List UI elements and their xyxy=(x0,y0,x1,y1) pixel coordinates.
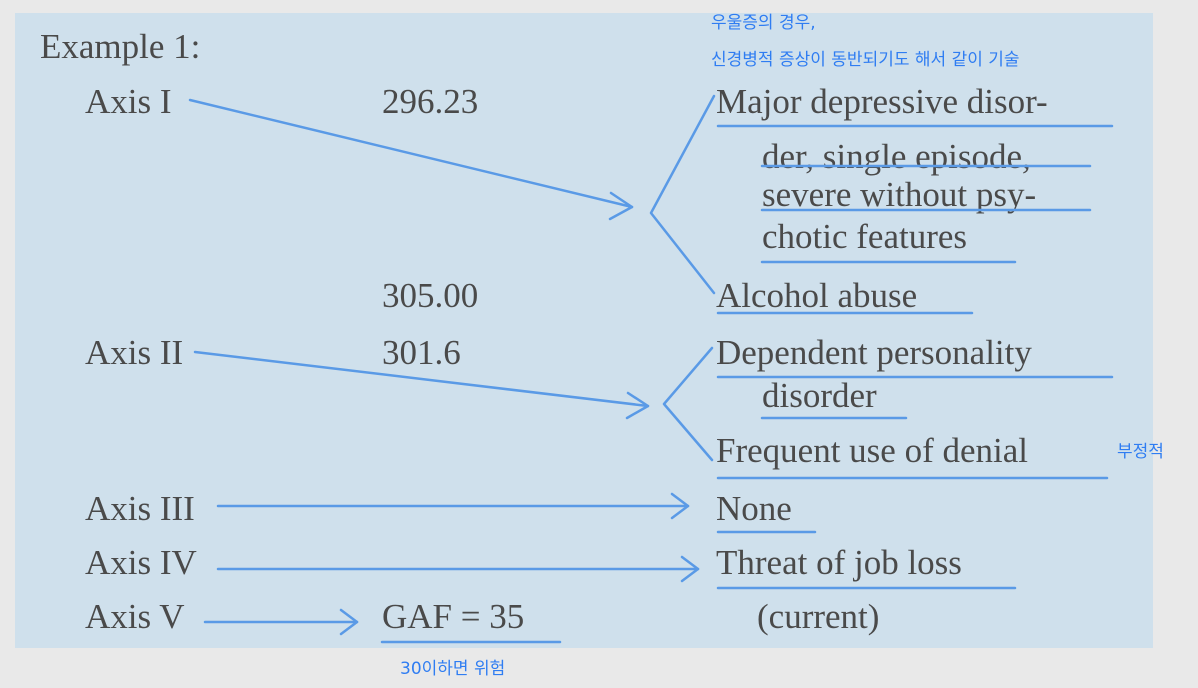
axis-iv-arrowhead xyxy=(680,555,700,583)
dependent-personality-line-2: disorder xyxy=(762,376,877,415)
axis-i-label: Axis I xyxy=(85,82,172,121)
current-qualifier: (current) xyxy=(757,597,880,636)
axis-iii-arrowhead xyxy=(670,492,690,520)
axis-ii-arrowhead xyxy=(625,391,650,420)
major-depressive-line-1: Major depressive disor- xyxy=(716,82,1048,121)
major-depressive-line-4: chotic features xyxy=(762,217,968,256)
gaf-note: 30이하면 위험 xyxy=(400,659,506,679)
frequent-use-of-denial: Frequent use of denial xyxy=(716,431,1028,470)
dependent-personality-line-1: Dependent personality xyxy=(716,333,1032,372)
code-305-00: 305.00 xyxy=(382,276,479,315)
axis-i-bracket xyxy=(649,94,716,295)
axis-iv-label: Axis IV xyxy=(85,543,197,582)
axis-ii-bracket xyxy=(662,346,714,462)
depression-note-line-2: 신경병적 증상이 동반되기도 해서 같이 기술 xyxy=(711,50,1020,70)
example-title: Example 1: xyxy=(40,27,201,66)
gaf-score: GAF = 35 xyxy=(382,597,525,636)
none-entry: None xyxy=(716,489,792,528)
dsm-example-panel xyxy=(15,13,1153,648)
axis-v-arrowhead xyxy=(339,608,359,636)
axis-iii-label: Axis III xyxy=(85,489,195,528)
code-301-6: 301.6 xyxy=(382,333,461,372)
axis-ii-label: Axis II xyxy=(85,333,184,372)
axis-i-arrowhead xyxy=(608,191,634,221)
axis-i-arrow xyxy=(188,98,634,209)
denial-note: 부정적 xyxy=(1117,442,1164,462)
axis-v-label: Axis V xyxy=(85,597,185,636)
code-296-23: 296.23 xyxy=(382,82,479,121)
depression-note-line-1: 우울증의 경우, xyxy=(711,13,816,33)
major-depressive-line-3: severe without psy- xyxy=(762,175,1037,214)
axis-ii-arrow xyxy=(193,350,650,408)
threat-of-job-loss: Threat of job loss xyxy=(716,543,962,582)
major-depressive-line-2: der, single episode, xyxy=(762,137,1031,176)
alcohol-abuse: Alcohol abuse xyxy=(716,276,918,315)
